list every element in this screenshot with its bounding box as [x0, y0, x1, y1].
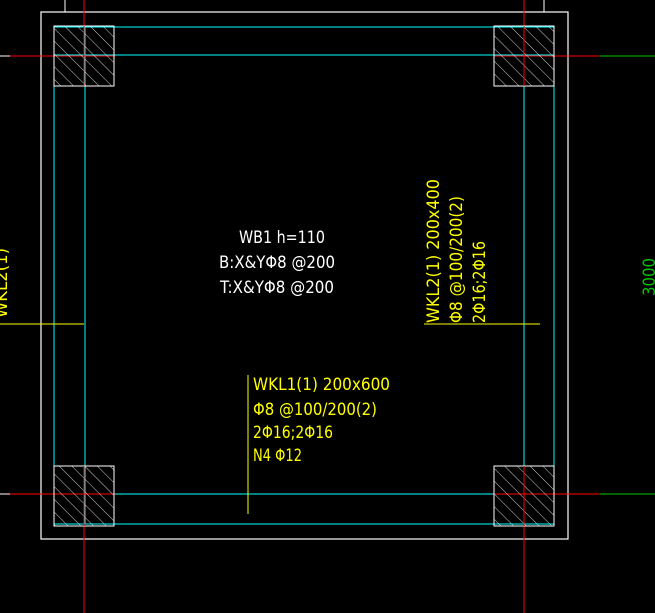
outer-boundary	[40, 0, 569, 540]
beam-wkl2-annotation: WKL2(1) 200x400 Φ8 @100/200(2) 2Φ16;2Φ16	[424, 179, 540, 325]
beam-wkl1-annotation: WKL1(1) 200x600 Φ8 @100/200(2) 2Φ16;2Φ16…	[247, 375, 390, 514]
left-edge-label-text: WKL2(1)	[0, 248, 12, 318]
beam-lines	[53, 26, 555, 525]
wkl1-line3: 2Φ16;2Φ16	[253, 423, 333, 443]
slab-label-line2: B:X&YΦ8 @200	[219, 253, 335, 273]
wkl1-line2: Φ8 @100/200(2)	[253, 400, 377, 420]
slab-annotation: WB1 h=110 B:X&YΦ8 @200 T:X&YΦ8 @200	[219, 228, 335, 298]
slab-label-line3: T:X&YΦ8 @200	[219, 278, 334, 298]
slab-label-line1: WB1 h=110	[239, 228, 325, 248]
column-axis-markers	[83, 26, 525, 526]
wkl2-line3: 2Φ16;2Φ16	[470, 241, 490, 323]
wkl1-line1: WKL1(1) 200x600	[253, 375, 390, 395]
right-edge-dimension: 3000	[640, 258, 655, 296]
right-edge-dimension-text: 3000	[640, 258, 655, 296]
wkl2-line2: Φ8 @100/200(2)	[447, 196, 467, 323]
wkl1-line4: N4 Φ12	[253, 446, 302, 466]
left-edge-label: WKL2(1)	[0, 248, 12, 318]
wkl2-line1: WKL2(1) 200x400	[424, 179, 444, 323]
extension-lines	[0, 55, 655, 495]
